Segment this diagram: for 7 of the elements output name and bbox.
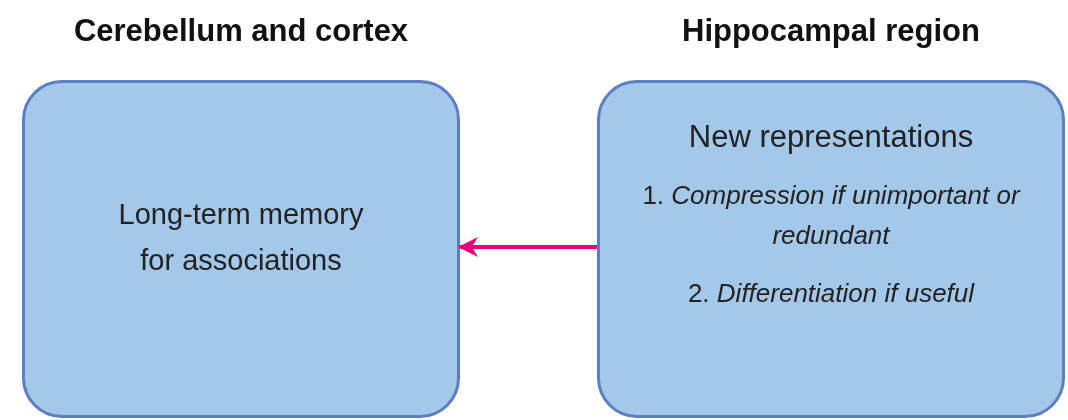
heading: Cerebellum and cortex [73,12,409,50]
list-item: 1. Compression if unimportant or redundant [641,179,1022,252]
box-subheading: New representations [687,118,975,156]
list-item: 2. Differentiation if useful [686,277,976,310]
heading: Hippocampal region [682,12,980,50]
arrow [458,237,597,257]
box-text: Long-term memory for associations [117,197,365,278]
